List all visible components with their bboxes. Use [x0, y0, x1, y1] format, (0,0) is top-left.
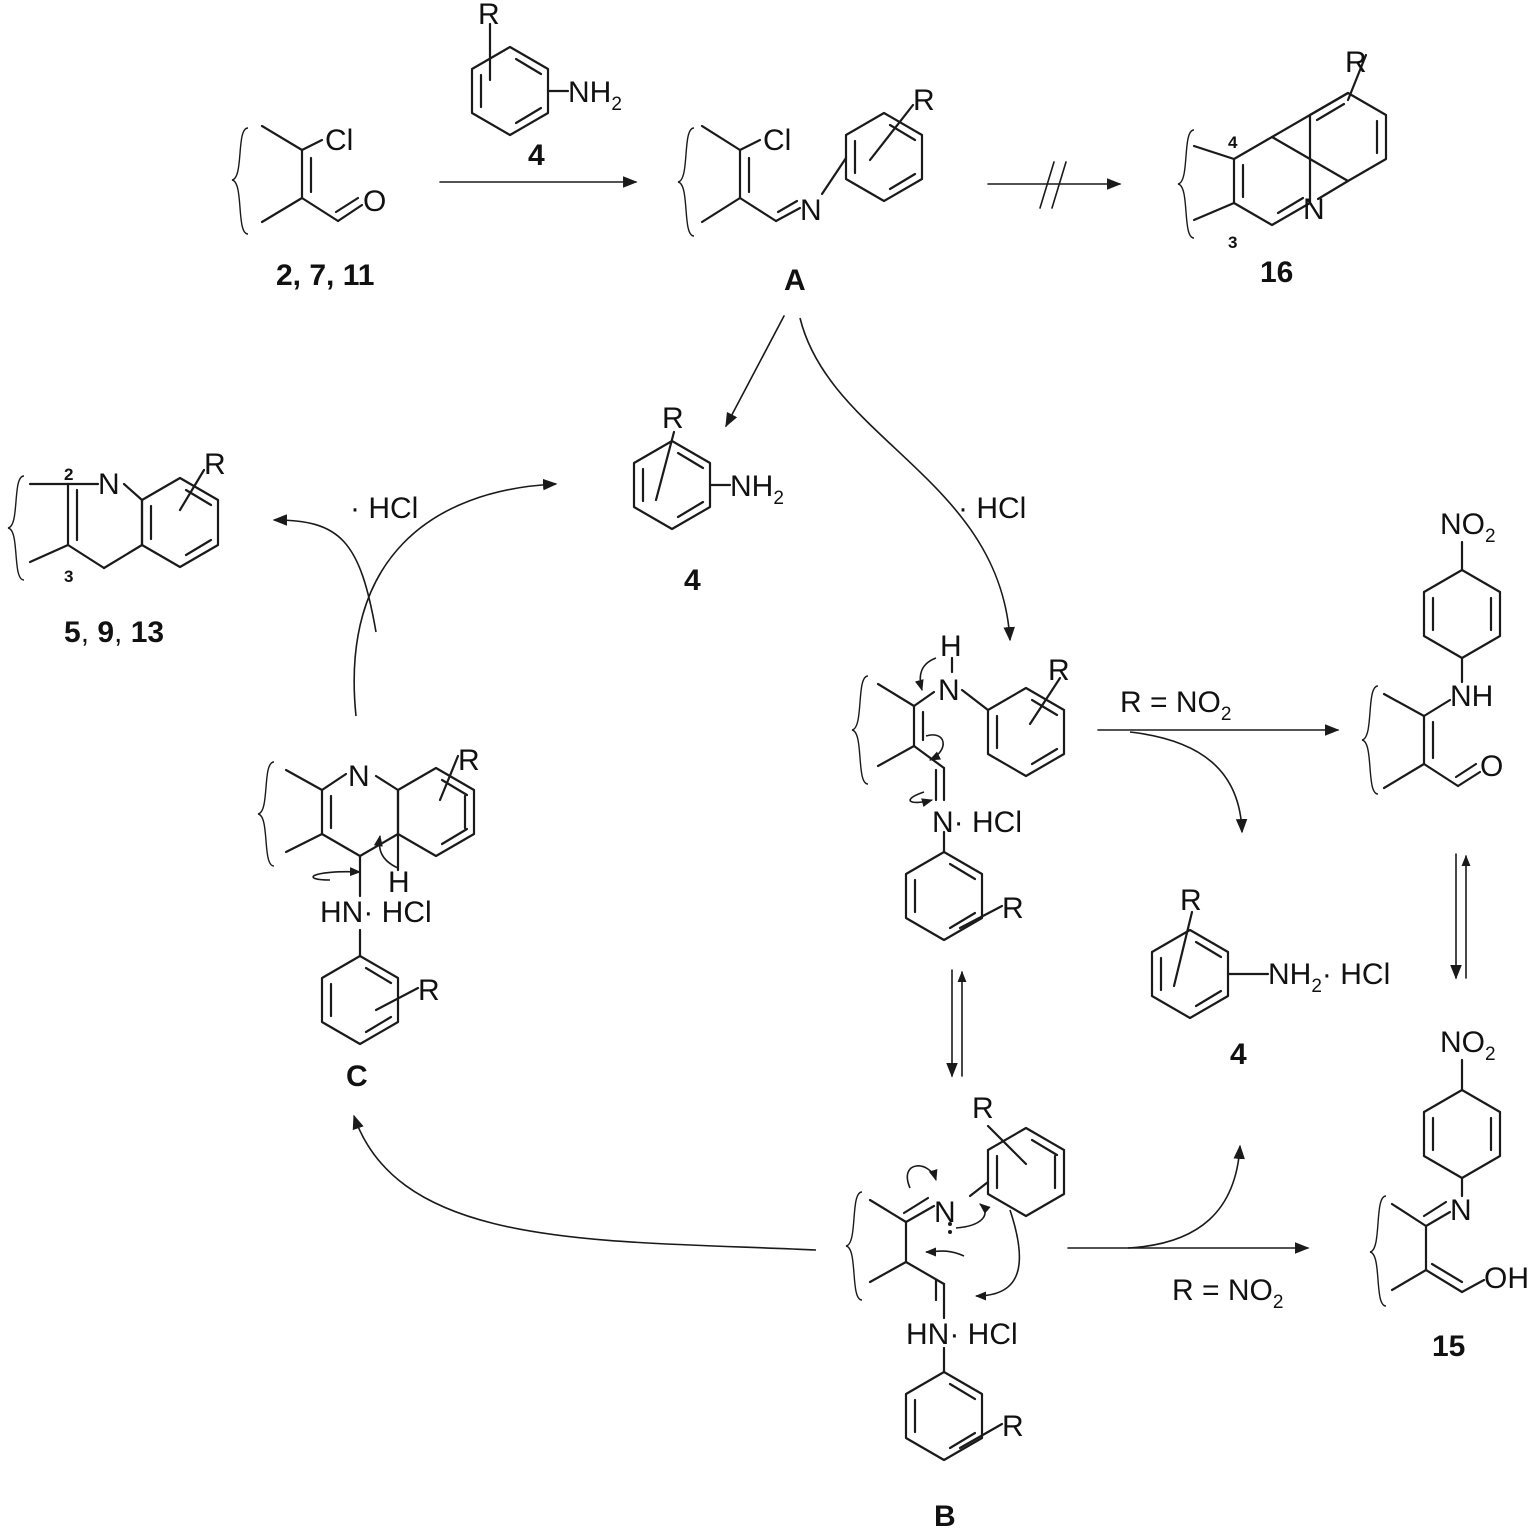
n-hcl-label: N· HCl	[932, 806, 1022, 839]
blocked-slash-2	[1051, 161, 1067, 209]
compound-15: NO2 N OH 15	[1369, 1026, 1529, 1363]
compound-aniline-hcl: R NH2· HCl 4	[1150, 884, 1390, 1071]
curly-brace	[845, 1191, 863, 1301]
r-label: R	[458, 744, 480, 777]
oh-label: OH	[1484, 1262, 1529, 1295]
ring-n-label: N	[1303, 193, 1325, 226]
arrow-c-to-quinoline	[272, 514, 377, 633]
compound-number: 2, 7, 11	[276, 259, 374, 292]
curly-brace	[231, 127, 249, 235]
compound-number: 15	[1432, 1330, 1465, 1363]
ring-n-label: N	[348, 760, 370, 793]
condition-r-no2-bottom: R = NO2	[1172, 1274, 1283, 1313]
aryl-r-label: R	[418, 974, 440, 1007]
compound-number: 4	[684, 564, 701, 597]
equilibrium-arrows-right	[1450, 853, 1471, 980]
curly-brace	[851, 675, 869, 785]
hcl-label-left: · HCl	[350, 492, 418, 525]
amine-label: NH2	[568, 76, 622, 115]
compound-numbers: 5, 9, 13	[64, 616, 164, 649]
compound-quinoline-product: N R 2 3 5, 9, 13	[7, 448, 226, 649]
condition-r-no2: R = NO2	[1120, 686, 1231, 725]
blocked-slash-1	[1039, 161, 1055, 209]
equilibrium-arrows-center	[946, 969, 967, 1078]
position-3: 3	[64, 567, 73, 586]
curly-brace	[677, 127, 695, 237]
aryl-r-label: R	[1002, 892, 1024, 925]
hn-hcl-label: HN· HCl	[320, 896, 432, 929]
r-label: R	[662, 402, 684, 435]
amine-label: NH2	[730, 470, 784, 509]
arrow-a-to-aniline	[725, 315, 785, 428]
intermediate-b: N R HN· HCl R B	[845, 1092, 1066, 1531]
r-label: R	[1048, 654, 1070, 687]
intermediate-c: N R H HN· HCl R C	[257, 744, 480, 1093]
position-2: 2	[64, 465, 73, 484]
curly-brace	[1177, 129, 1195, 239]
arrow-a-to-enamine	[799, 317, 1015, 642]
hn-hcl-label: HN· HCl	[906, 1318, 1018, 1351]
imine-n-label: N	[800, 194, 822, 227]
compound-aniline-top: R NH2 4	[470, 0, 622, 172]
intermediate-label: B	[934, 1500, 956, 1531]
oxygen-label: O	[363, 185, 386, 218]
compound-start-aldehyde: Cl O 2, 7, 11	[231, 124, 386, 292]
ring-n-label: N	[98, 468, 120, 501]
amine-hcl-label: NH2· HCl	[1268, 958, 1390, 997]
nitro-label: NO2	[1440, 508, 1496, 547]
curly-brace	[257, 761, 275, 867]
arrow-b-release-aniline	[1127, 1144, 1245, 1249]
r-label: R	[1345, 46, 1367, 79]
chlorine-label: Cl	[325, 124, 353, 157]
arrow-b-to-c	[352, 1114, 817, 1251]
intermediate-label: C	[346, 1060, 368, 1093]
h-label: H	[388, 866, 410, 899]
intermediate-label: A	[784, 264, 806, 297]
n-label: N	[934, 1196, 956, 1229]
r-label: R	[478, 0, 500, 31]
arrow-c-to-aniline	[353, 478, 558, 717]
arrow-release-aniline	[1129, 731, 1248, 834]
r-label: R	[1180, 884, 1202, 917]
r-label: R	[972, 1092, 994, 1125]
compound-number: 4	[528, 139, 545, 172]
curly-brace	[1369, 1195, 1387, 1307]
compound-16: R N 4 3 16	[1177, 46, 1388, 289]
compound-number: 4	[1230, 1038, 1247, 1071]
nh-label: NH	[1450, 680, 1493, 713]
aryl-r-label: R	[1002, 1410, 1024, 1443]
r-label: R	[204, 448, 226, 481]
position-3: 3	[1228, 233, 1237, 252]
compound-number: 16	[1260, 256, 1293, 289]
nitro-label: NO2	[1440, 1026, 1496, 1065]
r-label: R	[913, 84, 935, 117]
curly-brace	[1361, 685, 1379, 795]
hcl-label: · HCl	[958, 492, 1026, 525]
chlorine-label: Cl	[763, 124, 791, 157]
position-4: 4	[1228, 133, 1238, 152]
h-label: H	[940, 630, 962, 663]
compound-aniline-center: R NH2 4	[632, 402, 784, 597]
intermediate-a: Cl N R A	[677, 84, 935, 297]
enamine-imine-hcl: H N R N· HCl R	[851, 630, 1070, 942]
n-label: N	[1450, 1194, 1472, 1227]
n-label: N	[938, 674, 960, 707]
curly-brace	[7, 475, 25, 581]
nitro-enamine: NO2 NH O	[1361, 508, 1503, 795]
oxygen-label: O	[1480, 750, 1503, 783]
